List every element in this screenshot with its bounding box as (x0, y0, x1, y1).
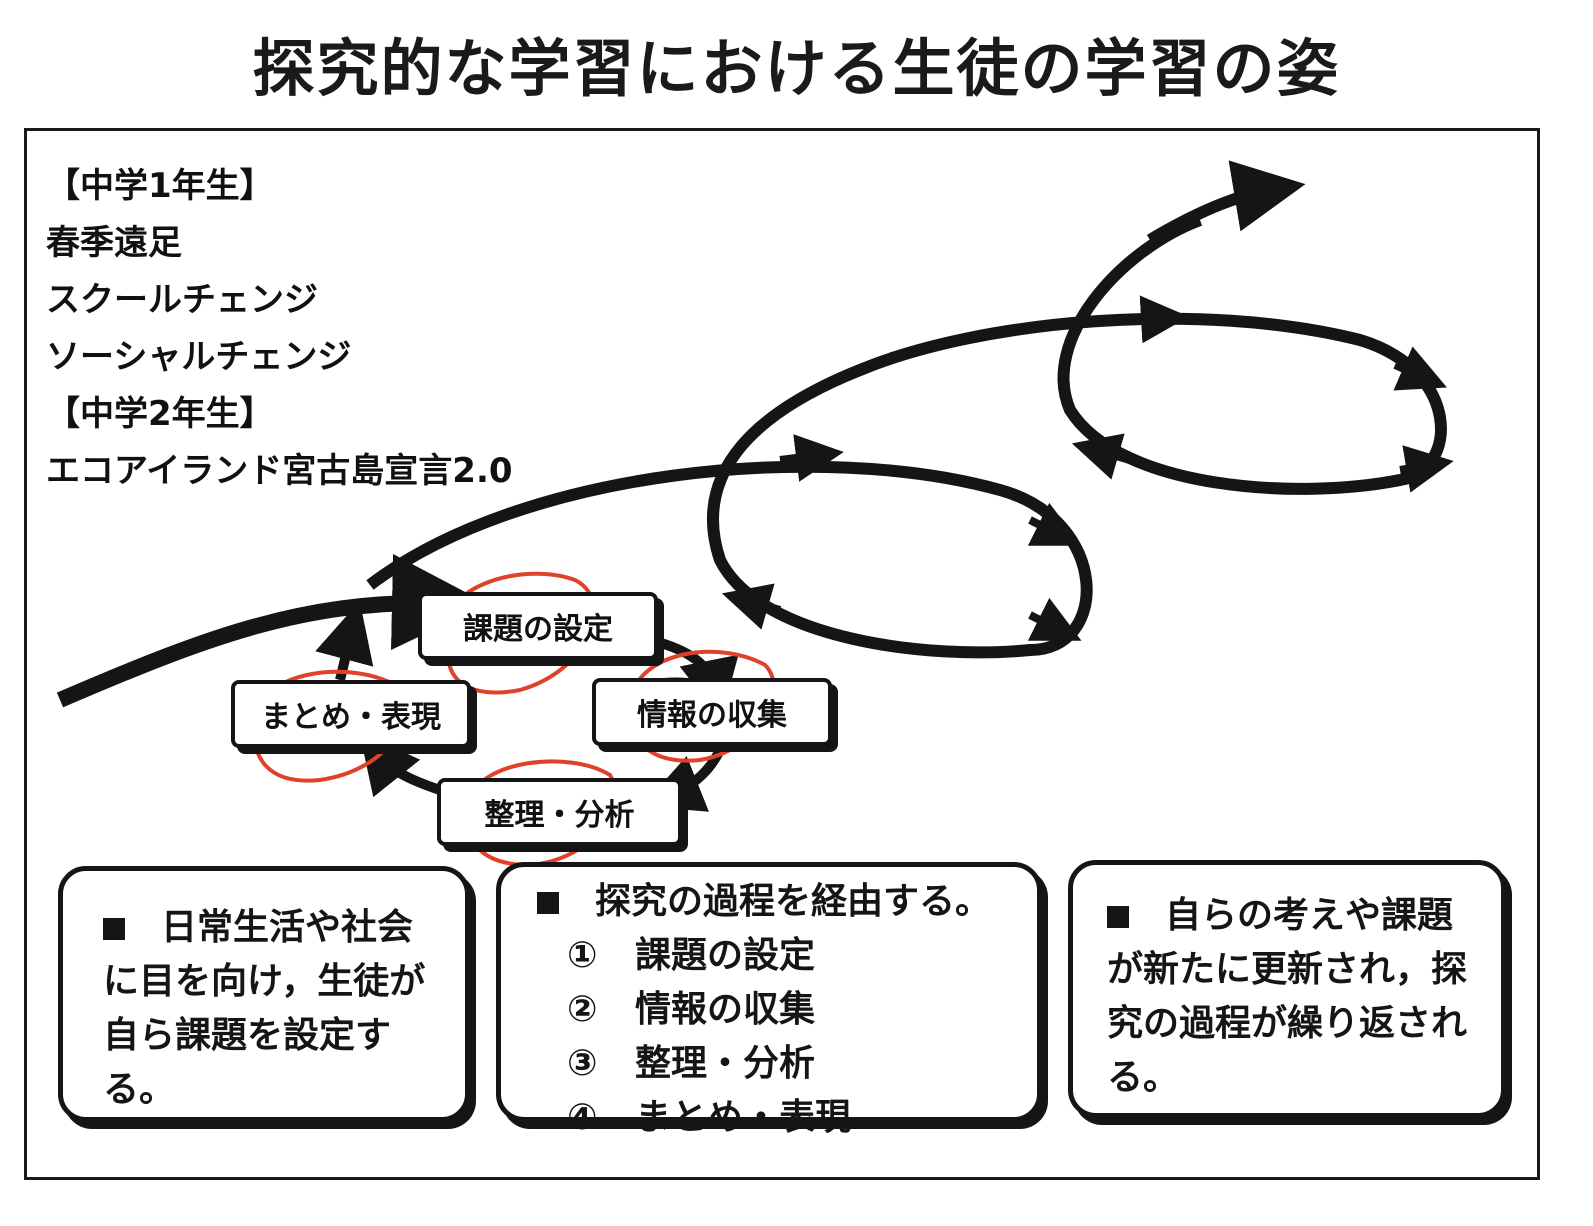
note-school-change: スクールチェンジ (46, 280, 318, 320)
bullet-square-icon (537, 892, 559, 914)
spiral-end-arrow (1146, 160, 1306, 246)
bullet-square-icon (103, 918, 125, 940)
stage-information-gathering-label: 情報の収集 (637, 698, 787, 733)
step-label: 情報の収集 (635, 989, 816, 1030)
step-label: 課題の設定 (635, 935, 816, 976)
note-grade2-heading: 【中学2年生】 (46, 394, 274, 434)
spiral-loop-1 (366, 214, 1447, 659)
page-title: 探究的な学習における生徒の学習の姿 (252, 32, 1341, 105)
loop-arrow-f (1393, 346, 1448, 391)
step-label: 整理・分析 (635, 1043, 816, 1084)
loop-arrow-c (1027, 597, 1082, 641)
loop-arrow-a (779, 434, 844, 482)
stage-task-setting-label: 課題の設定 (463, 612, 613, 647)
step-number: ② (567, 989, 598, 1030)
card-inquiry-process: 探究の過程を経由する。 ① 課題の設定 ② 情報の収集 ③ 整理・分析 ④ まとめ・表現 (496, 862, 1042, 1138)
cycle-arrow-3-4 (359, 731, 442, 798)
loop-arrow-b (1027, 502, 1082, 546)
process-step: ③ 整理・分析 (567, 1037, 1017, 1091)
loop-arrow-e (1129, 295, 1189, 344)
note-grade1-heading: 【中学1年生】 (46, 166, 274, 206)
note-social-change: ソーシャルチェンジ (46, 337, 352, 377)
stage-organize-analyze: 整理・分析 (437, 778, 682, 846)
stage-organize-analyze-label: 整理・分析 (484, 798, 635, 833)
card-set-task-text: 日常生活や社会に目を向け，生徒が自ら課題を設定する。 (103, 907, 426, 1110)
process-step: ④ まとめ・表現 (567, 1091, 1017, 1145)
loop-arrow-g (1399, 445, 1454, 493)
note-spring-excursion: 春季遠足 (46, 223, 182, 263)
step-number: ① (567, 935, 598, 976)
loop-arrow-h (1071, 433, 1132, 480)
step-number: ④ (567, 1097, 598, 1138)
card-process-heading: 探究の過程を経由する。 (595, 881, 992, 922)
stage-summarize-express-label: まとめ・表現 (261, 700, 441, 735)
step-number: ③ (567, 1043, 598, 1084)
note-eco-island: エコアイランド宮古島宣言2.0 (46, 451, 513, 491)
loop-arrow-d (721, 583, 782, 630)
stage-information-gathering: 情報の収集 (592, 678, 832, 746)
step-label: まとめ・表現 (635, 1097, 852, 1138)
grade-notes: 【中学1年生】 春季遠足 スクールチェンジ ソーシャルチェンジ 【中学2年生】 … (46, 158, 513, 500)
stage-task-setting: 課題の設定 (418, 592, 658, 660)
process-step: ② 情報の収集 (567, 983, 1017, 1037)
process-step: ① 課題の設定 (567, 929, 1017, 983)
diagram-frame (24, 128, 1540, 1180)
entry-arrow (56, 553, 488, 708)
cycle-arrow-4-1 (315, 601, 374, 682)
card-repeat-process: 自らの考えや課題が新たに更新され，探究の過程が繰り返される。 (1068, 860, 1506, 1118)
card-repeat-text: 自らの考えや課題が新たに更新され，探究の過程が繰り返される。 (1107, 895, 1468, 1098)
stage-summarize-express: まとめ・表現 (231, 680, 471, 748)
bullet-square-icon (1107, 906, 1129, 928)
card-set-task: 日常生活や社会に目を向け，生徒が自ら課題を設定する。 (58, 866, 470, 1122)
